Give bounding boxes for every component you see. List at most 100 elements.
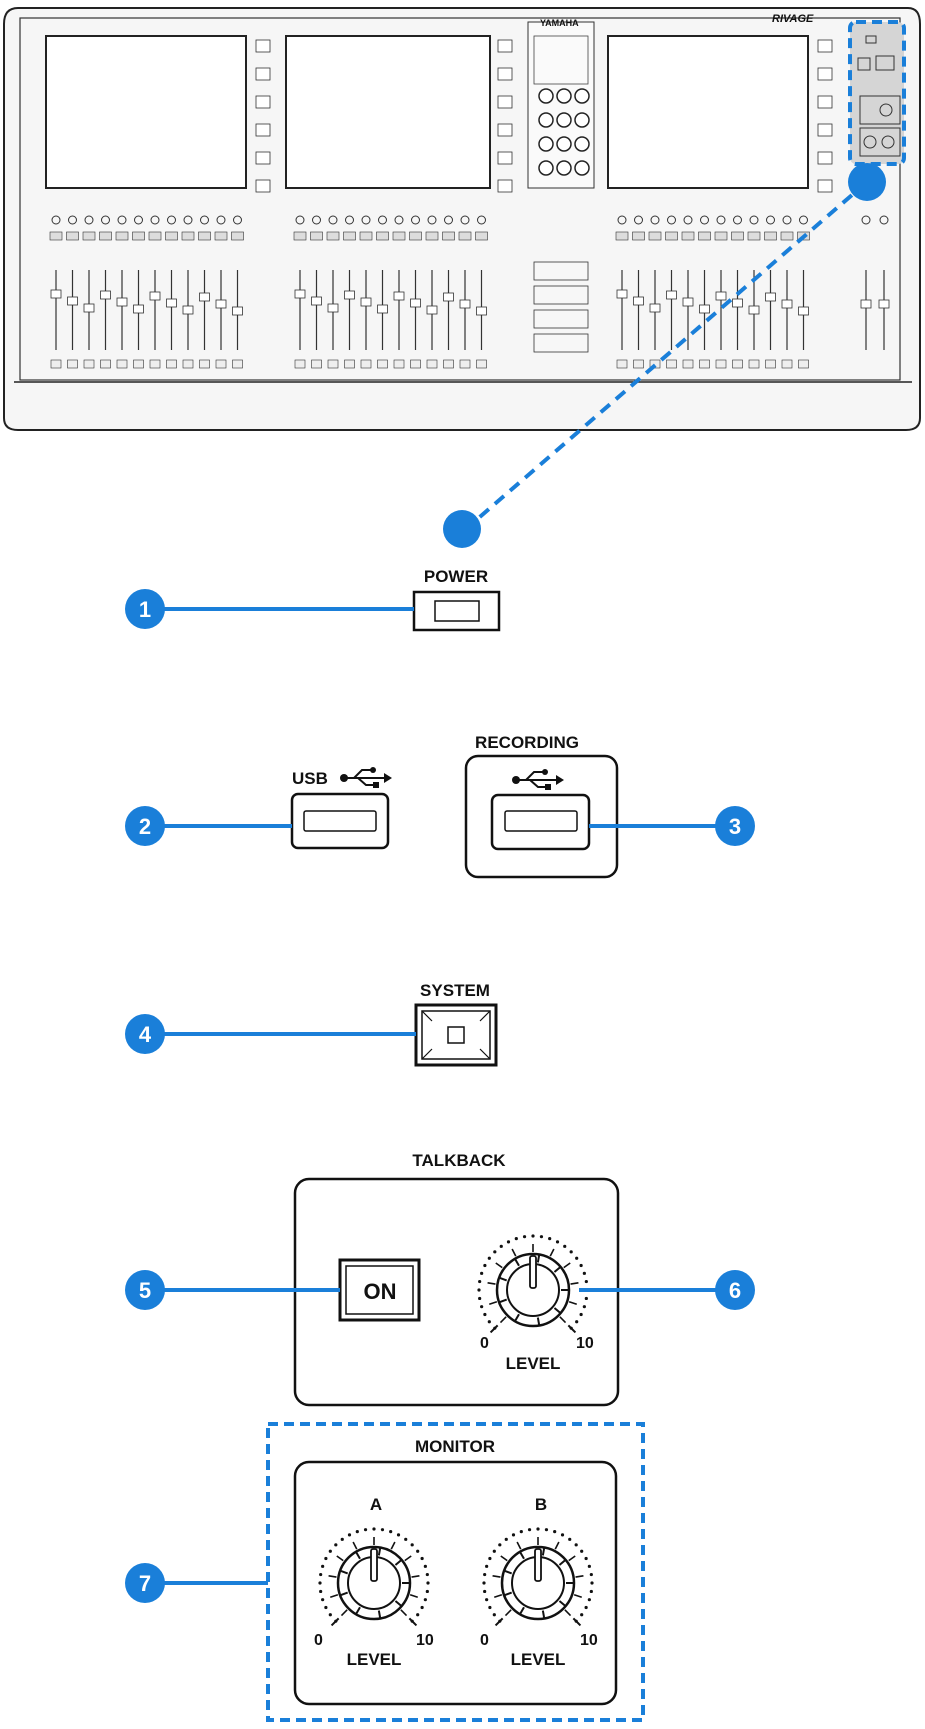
fader-cap [232, 306, 243, 316]
callout-badge [125, 806, 165, 846]
channel-knob [716, 215, 726, 225]
knob-pointer [534, 1548, 542, 1582]
callout-badge [125, 1014, 165, 1054]
fader-cap [199, 292, 210, 302]
channel-knob [183, 215, 193, 225]
monitor-b-level-label: LEVEL [511, 1650, 566, 1669]
knob-pointer [529, 1255, 537, 1289]
channel-knob [667, 215, 676, 225]
fader-cap [149, 291, 161, 301]
recording-usb-symbol-icon [512, 769, 564, 790]
fader-cap [459, 299, 471, 309]
fader-cap [781, 299, 793, 309]
fader-cap [476, 306, 487, 316]
fader-cap [682, 297, 694, 307]
callout-badge [715, 806, 755, 846]
callout-number: 3 [729, 814, 741, 839]
channel-knob [117, 215, 127, 225]
fader-cap [426, 305, 438, 315]
channel-knob [361, 215, 371, 225]
monitor-highlight [266, 1422, 645, 1722]
fader-cap [798, 306, 809, 316]
channel-knob [427, 215, 437, 225]
monitor-a-scale-max: 10 [416, 1632, 434, 1649]
monitor-label: MONITOR [415, 1437, 495, 1456]
callout-number: 5 [139, 1278, 151, 1303]
usb-label: USB [292, 769, 328, 788]
fader-cap [633, 296, 644, 306]
fader-cap [294, 289, 306, 299]
channel-knob [345, 215, 354, 225]
channel-knob [444, 215, 453, 225]
monitor-b-scale-max: 10 [580, 1632, 598, 1649]
talkback-section: TALKBACK ON 0 10 LEVEL [293, 1151, 620, 1407]
fader-cap [393, 291, 405, 301]
channel-knob [378, 215, 387, 225]
monitor-a-scale-min: 0 [314, 1632, 323, 1649]
fader-cap [133, 304, 144, 314]
monitor-a-label: A [370, 1495, 382, 1514]
channel-knob [749, 215, 759, 225]
channel-knob [700, 215, 709, 225]
fader-cap [344, 290, 355, 300]
channel-knob [733, 215, 742, 225]
talkback-scale-min: 0 [480, 1335, 489, 1352]
channel-knob [233, 215, 242, 225]
callout-number: 4 [139, 1022, 152, 1047]
fader-cap [327, 303, 339, 313]
fader-cap [83, 303, 95, 313]
channel-knob [101, 215, 110, 225]
monitor-frame [293, 1460, 618, 1706]
recording-label: RECORDING [475, 733, 579, 752]
fader-cap [67, 296, 78, 306]
talkback-level-knob[interactable] [477, 1234, 589, 1334]
channel-knob [766, 215, 775, 225]
talkback-on-label: ON [364, 1279, 397, 1304]
channel-knob [51, 215, 61, 225]
center-control-section: YAMAHA [527, 18, 595, 189]
channel-knob [411, 215, 420, 225]
channel-knob [394, 215, 404, 225]
talkback-scale-max: 10 [576, 1335, 594, 1352]
system-label: SYSTEM [420, 981, 490, 1000]
screen-left [45, 35, 247, 189]
callout-badge [125, 1270, 165, 1310]
fader-cap [182, 305, 194, 315]
fader-cap [732, 298, 743, 308]
fader-cap [360, 297, 372, 307]
zoom-dot-top [848, 163, 886, 201]
screen-center [285, 35, 491, 189]
monitor-b-level-knob[interactable] [482, 1527, 594, 1627]
model-logo: RIVAGE [772, 13, 814, 25]
console-inner-frame [19, 17, 901, 381]
talkback-level-label: LEVEL [506, 1354, 561, 1373]
fader-cap [166, 298, 177, 308]
monitor-a-level-knob[interactable] [318, 1527, 430, 1627]
channel-knob [477, 215, 486, 225]
recording-section: RECORDING [464, 733, 619, 879]
channel-knob [134, 215, 143, 225]
monitor-a-level-label: LEVEL [347, 1650, 402, 1669]
callout-badge [125, 589, 165, 629]
console-overview: YAMAHA RIVAGE [3, 7, 921, 431]
channel-knob [84, 215, 94, 225]
channel-knob [150, 215, 160, 225]
channel-knob [617, 215, 627, 225]
fader-cap [765, 292, 776, 302]
fader-banks [49, 39, 890, 369]
talkback-on-button-inner [345, 1265, 414, 1315]
power-label: POWER [424, 567, 488, 586]
power-section: POWER [412, 567, 501, 632]
fader-cap [616, 289, 628, 299]
callout-badge [715, 1270, 755, 1310]
usb-symbol-icon [340, 767, 392, 788]
recording-usb-port-slot [504, 810, 578, 832]
channel-knob [167, 215, 176, 225]
channel-knob [200, 215, 209, 225]
fader-cap [50, 289, 62, 299]
fader-cap [649, 303, 661, 313]
fader-cap [715, 291, 727, 301]
fader-cap [748, 305, 760, 315]
